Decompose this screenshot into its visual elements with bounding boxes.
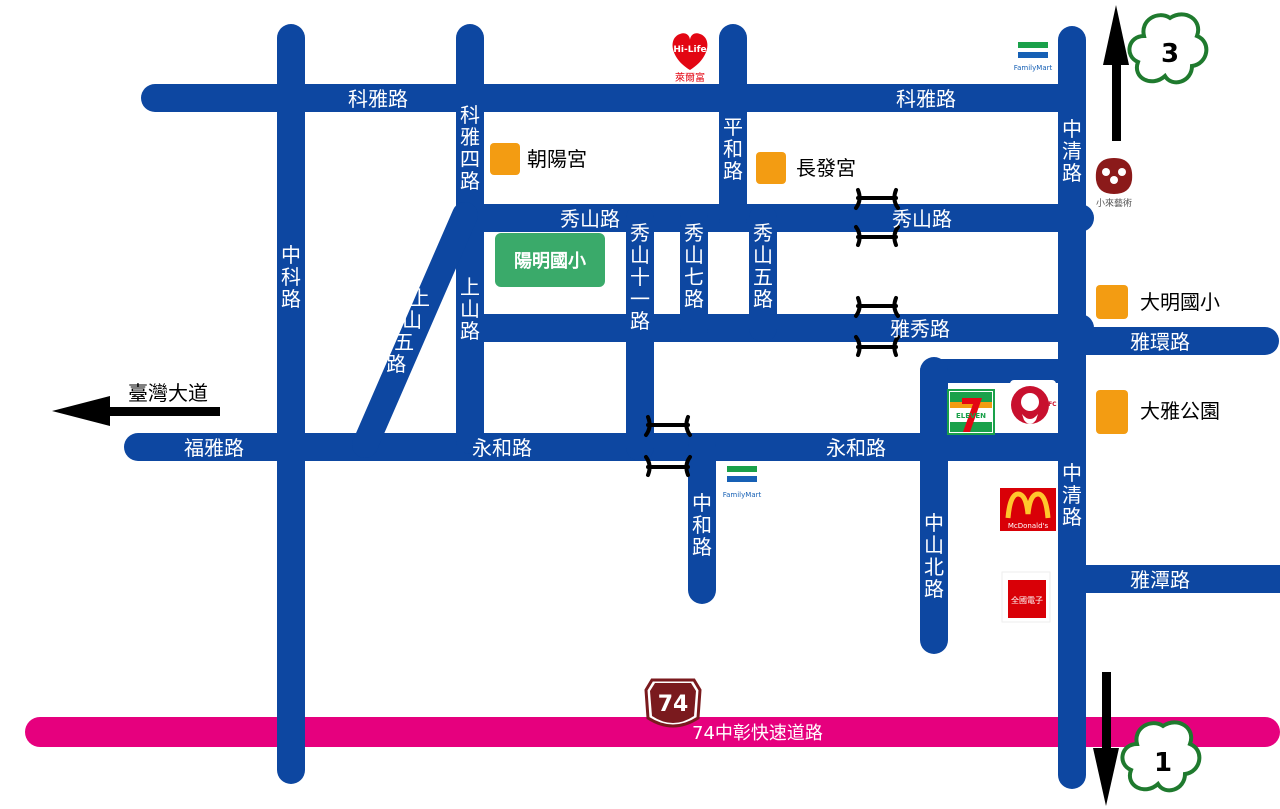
exit-1-icon: 1 <box>1120 720 1202 793</box>
label-zhonghe: 中和路 <box>692 491 712 559</box>
label-pinghe: 平和路 <box>723 115 743 183</box>
exit-1-label: 1 <box>1154 748 1172 778</box>
label-xiushan-right: 秀山路 <box>892 207 952 231</box>
label-chaoyang-temple: 朝陽宮 <box>527 147 587 171</box>
mcdonalds-logo-icon: McDonald's <box>1000 488 1056 531</box>
label-xiushan7: 秀山七路 <box>684 221 704 311</box>
label-zhongqing-top: 中清路 <box>1062 117 1082 185</box>
label-zhongke: 中科路 <box>281 243 301 311</box>
xiaolai-logo-text: 小來藝術 <box>1096 197 1132 209</box>
label-zhongshanbei: 中山北路 <box>924 511 944 601</box>
label-changfa-temple: 長發宮 <box>796 156 856 180</box>
label-xiushan-left: 秀山路 <box>560 207 620 231</box>
hilife-logo-icon: Hi-Life 萊爾富 <box>672 33 708 84</box>
marker-changfa-temple <box>756 152 786 184</box>
electronics-store-text: 全國電子 <box>1011 595 1043 605</box>
marker-yangming-school <box>495 233 605 287</box>
bridge-marks <box>644 188 900 477</box>
roads <box>124 24 1280 789</box>
marker-daya-park <box>1096 390 1128 434</box>
label-highway: 74中彰快速道路 <box>692 723 823 744</box>
label-daming-school: 大明國小 <box>1140 290 1220 314</box>
xiaolai-logo-icon: 小來藝術 <box>1095 158 1133 209</box>
label-yatan: 雅潭路 <box>1130 568 1190 592</box>
highway-74-shield-icon: 74 <box>644 678 702 728</box>
arrow-north-icon <box>1103 5 1129 141</box>
label-shangshan: 上山路 <box>460 275 480 343</box>
seven-eleven-text: ELEVEN <box>956 412 986 420</box>
road-shangshan5 <box>352 202 478 458</box>
familymart-logo-text: FamilyMart <box>1014 64 1053 72</box>
kfc-logo-text: KFC <box>1043 401 1057 408</box>
familymart-logo-icon: FamilyMart <box>1014 42 1053 72</box>
label-keya-right: 科雅路 <box>896 87 956 111</box>
label-yangming-school: 陽明國小 <box>514 251 586 272</box>
label-fuya: 福雅路 <box>184 436 244 460</box>
label-keya4: 科雅四路 <box>460 103 480 193</box>
hilife-logo-sub: 萊爾富 <box>675 71 705 84</box>
label-xiushan11: 秀山十一路 <box>630 221 650 333</box>
label-taiwan-blvd: 臺灣大道 <box>128 381 208 405</box>
kfc-logo-icon: KFC <box>1010 380 1057 432</box>
electronics-store-logo-icon: 全國電子 <box>1001 571 1051 623</box>
label-zhongqing-mid: 中清路 <box>1062 461 1082 529</box>
label-yongho-right: 永和路 <box>826 436 886 460</box>
label-xiushan5: 秀山五路 <box>753 221 773 311</box>
label-yongho-left: 永和路 <box>472 436 532 460</box>
label-yahuan: 雅環路 <box>1130 330 1190 354</box>
marker-chaoyang-temple <box>490 143 520 175</box>
hilife-logo-text: Hi-Life <box>673 45 706 55</box>
mcdonalds-logo-text: McDonald's <box>1008 522 1049 530</box>
arrow-south-icon <box>1093 672 1119 806</box>
label-yaxiu: 雅秀路 <box>890 317 950 341</box>
marker-daming-school <box>1096 285 1128 319</box>
label-keya-left: 科雅路 <box>348 87 408 111</box>
familymart-logo-2-text: FamilyMart <box>723 491 762 499</box>
seven-eleven-logo-icon: ELEVEN <box>947 389 995 435</box>
shield-number: 74 <box>658 692 689 717</box>
arrow-west-icon <box>52 396 220 426</box>
exit-3-label: 3 <box>1161 39 1179 69</box>
label-daya-park: 大雅公園 <box>1140 399 1220 423</box>
familymart-logo-2-icon: FamilyMart <box>723 466 762 499</box>
highway-74 <box>25 717 1280 747</box>
exit-3-icon: 3 <box>1127 12 1209 85</box>
label-shangshan5: 上山五路 <box>386 286 430 376</box>
